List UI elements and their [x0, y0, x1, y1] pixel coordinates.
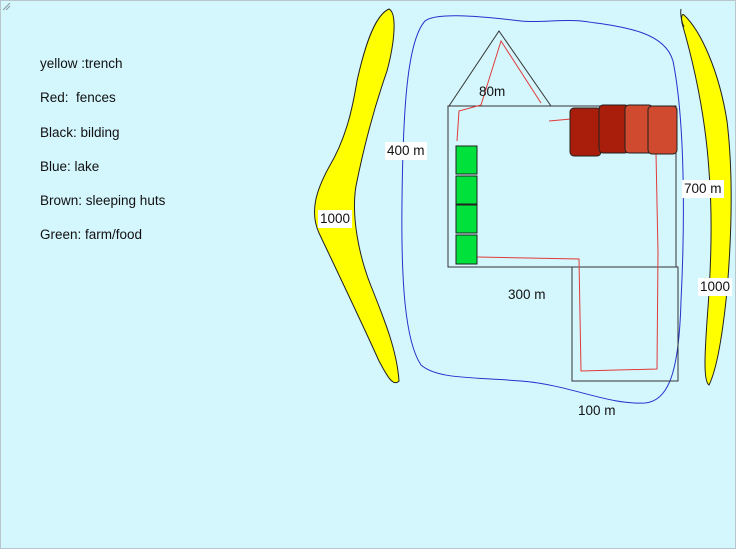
label-bottom-main: 300 m [508, 287, 546, 302]
farm-plot [455, 234, 478, 265]
farm-plots [455, 145, 478, 265]
farm-plot [455, 175, 478, 205]
building-annex [571, 266, 679, 382]
fence-lines [456, 39, 659, 372]
legend-item-lake: Blue: lake [40, 158, 100, 174]
sleeping-hut [569, 107, 602, 157]
legend-item-sleeping-huts: Brown: sleeping huts [40, 193, 166, 209]
legend: yellow :trench Red: fences Black: bildin… [40, 56, 165, 262]
legend-item-trench: yellow :trench [40, 56, 123, 71]
sleeping-hut [647, 105, 678, 155]
farm-plot [455, 145, 478, 175]
label-bottom-annex: 100 m [578, 403, 616, 418]
legend-item-farm: Green: farm/food [40, 227, 143, 243]
resize-grip-icon[interactable] [1, 1, 11, 11]
trench-right [681, 14, 732, 386]
label-trench-right: 1000 [698, 278, 733, 296]
trench-left [313, 8, 400, 384]
label-lake-left: 400 m [385, 142, 427, 160]
trench-right-tick [680, 8, 685, 28]
building-roof [448, 30, 552, 107]
legend-item-fences: Red: fences [40, 90, 116, 106]
sleeping-huts [569, 104, 678, 157]
label-roof: 80m [479, 84, 506, 99]
label-trench-left: 1000 [318, 210, 353, 228]
label-right-side: 700 m [682, 180, 724, 198]
lake-outline [401, 15, 684, 404]
farm-plot [455, 204, 478, 234]
legend-item-building: Black: bilding [40, 124, 120, 140]
building-main [447, 105, 677, 268]
